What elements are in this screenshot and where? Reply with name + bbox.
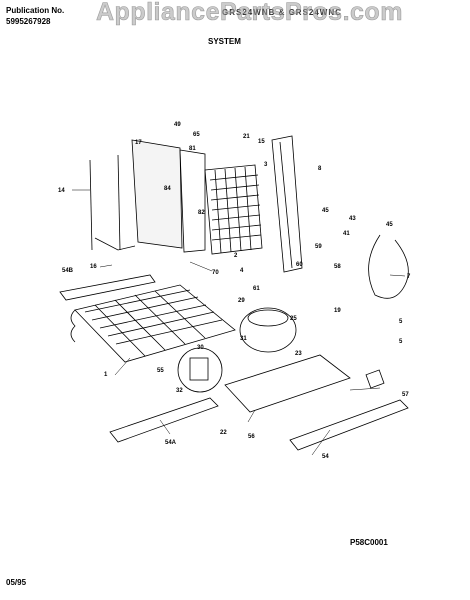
callout-29: 29 [238,298,245,304]
callout-3: 3 [264,162,268,168]
evaporator-coil [204,164,263,255]
callout-45: 45 [322,208,329,214]
callout-43: 43 [349,216,356,222]
callout-25: 25 [290,316,297,322]
callout-70: 70 [212,270,219,276]
watermark-text: AppliancePartsPros.com [96,0,403,26]
relay-detail-circle [177,347,223,393]
callout-8: 8 [318,166,322,172]
callout-81: 81 [189,146,196,152]
publication-number: 5995267928 [6,17,51,26]
callout-54b: 54B [62,268,74,274]
callout-41: 41 [343,231,350,237]
callout-30: 30 [197,345,204,351]
callout-31: 31 [240,336,247,342]
callout-57: 57 [402,392,409,398]
callout-7: 7 [407,274,411,280]
callout-56: 56 [248,434,255,440]
callout-54: 54 [322,454,329,460]
callout-58: 58 [334,264,341,270]
callout-14: 14 [58,188,65,194]
section-title: SYSTEM [208,37,241,46]
callout-60: 60 [296,262,303,268]
callout-4: 4 [240,268,244,274]
callout-54a: 54A [165,440,177,446]
switch-57 [365,369,385,389]
callout-5b: 5 [399,339,403,345]
callout-1: 1 [104,372,108,378]
callout-23: 23 [295,351,302,357]
callout-49: 49 [174,122,181,128]
model-number: GRS24WNB & GRS24WNC [222,8,342,17]
publication-date: 05/95 [6,578,27,587]
callout-59: 59 [315,244,322,250]
callout-16: 16 [90,264,97,270]
front-rail-left [109,397,219,443]
callout-2: 2 [234,253,238,259]
callout-17: 17 [135,140,142,146]
power-cord [368,234,409,299]
callout-82: 82 [198,210,205,216]
evaporator-shroud [179,149,206,253]
callout-15: 15 [258,139,265,145]
callout-61: 61 [253,286,260,292]
mounting-bracket [271,135,303,273]
callout-19: 19 [334,308,341,314]
callout-32: 32 [176,388,183,394]
callout-84: 84 [164,186,171,192]
insulation-panel [131,139,183,249]
condenser-coil [70,284,236,363]
callout-45b: 45 [386,222,393,228]
callout-65: 65 [193,132,200,138]
front-rail-right [289,399,409,451]
compressor [239,307,297,353]
callout-22: 22 [220,430,227,436]
publication-label: Publication No. [6,6,65,15]
callout-21: 21 [243,134,250,140]
callout-55: 55 [157,368,164,374]
callout-5a: 5 [399,319,403,325]
figure-code: P58C0001 [350,538,388,547]
